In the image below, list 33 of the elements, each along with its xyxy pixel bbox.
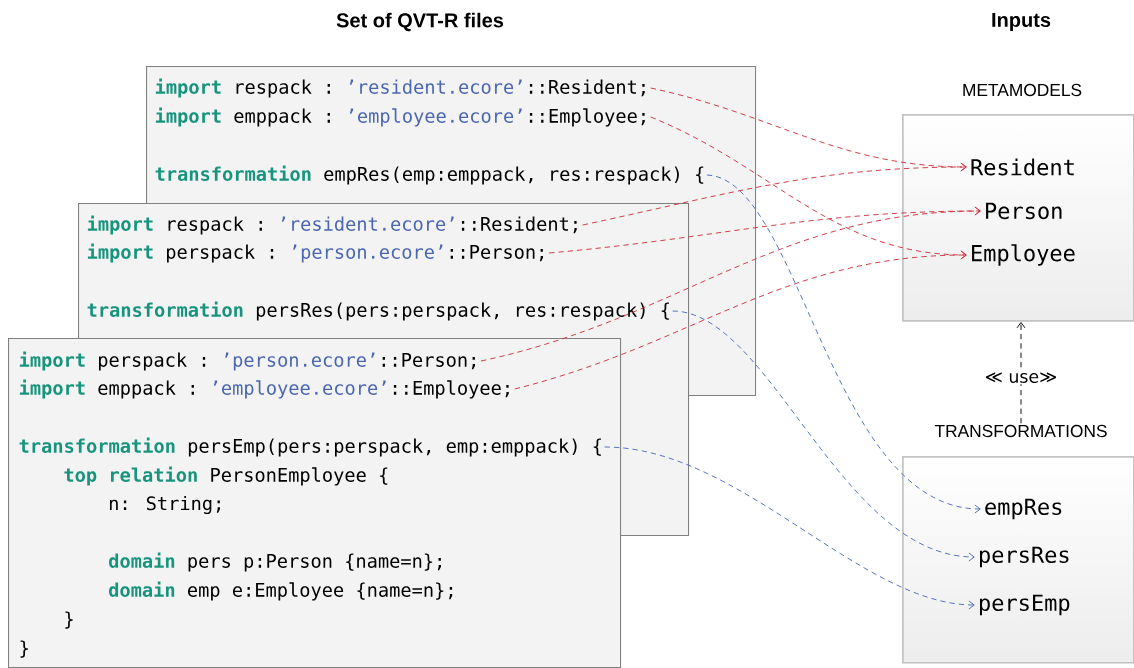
column-heading: Inputs (992, 13, 1051, 31)
model-name: Person (986, 202, 1062, 220)
code-line: import perspack : ’person.ecore’ ::Person; (19, 351, 475, 371)
model-name: Employee (972, 244, 1075, 266)
arrow (706, 174, 981, 514)
code-line: top relation PersonEmployee { (64, 466, 388, 486)
model-name: empRes (985, 498, 1062, 520)
code-line: import emppack : ’employee.ecore’ ::Employee; (19, 379, 509, 399)
box-heading: TRANSFORMATIONS (934, 424, 1107, 438)
edge-label: ≪ use≫ (983, 370, 1059, 385)
code-line: transformation empRes(emp:emppack, res:respack) { (155, 165, 704, 185)
column-heading: Set of QVT-R files (336, 12, 504, 32)
code-line: domain emp e:Employee {name=n}; (109, 581, 453, 601)
code-line: transformation persEmp(pers:perspack, emp:emppack) { (19, 437, 601, 457)
code-line: import perspack : ’person.ecore’ ::Person; (87, 243, 543, 263)
code-line: domain pers p:Person {name=n}; (109, 552, 441, 572)
model-name: Resident (971, 158, 1074, 176)
code-line: import emppack : ’employee.ecore’ ::Employee; (155, 107, 645, 127)
arrow (1016, 322, 1026, 424)
code-line: n: String; (110, 495, 220, 515)
model-name: persRes (980, 546, 1069, 568)
arrow (672, 310, 975, 562)
code-line: } (65, 611, 73, 629)
code-line: import respack : ’resident.ecore’ ::Resident; (87, 215, 577, 235)
code-line: import respack : ’resident.ecore’ ::Resident; (155, 78, 645, 98)
box-heading: METAMODELS (963, 83, 1082, 97)
code-line: } (20, 640, 28, 658)
model-name: persEmp (980, 594, 1070, 616)
arrow (604, 446, 975, 610)
arrow (480, 206, 981, 362)
arrow (582, 162, 967, 226)
arrow (514, 250, 967, 390)
code-line: transformation persRes(pers:perspack, res:respack) { (87, 301, 669, 321)
